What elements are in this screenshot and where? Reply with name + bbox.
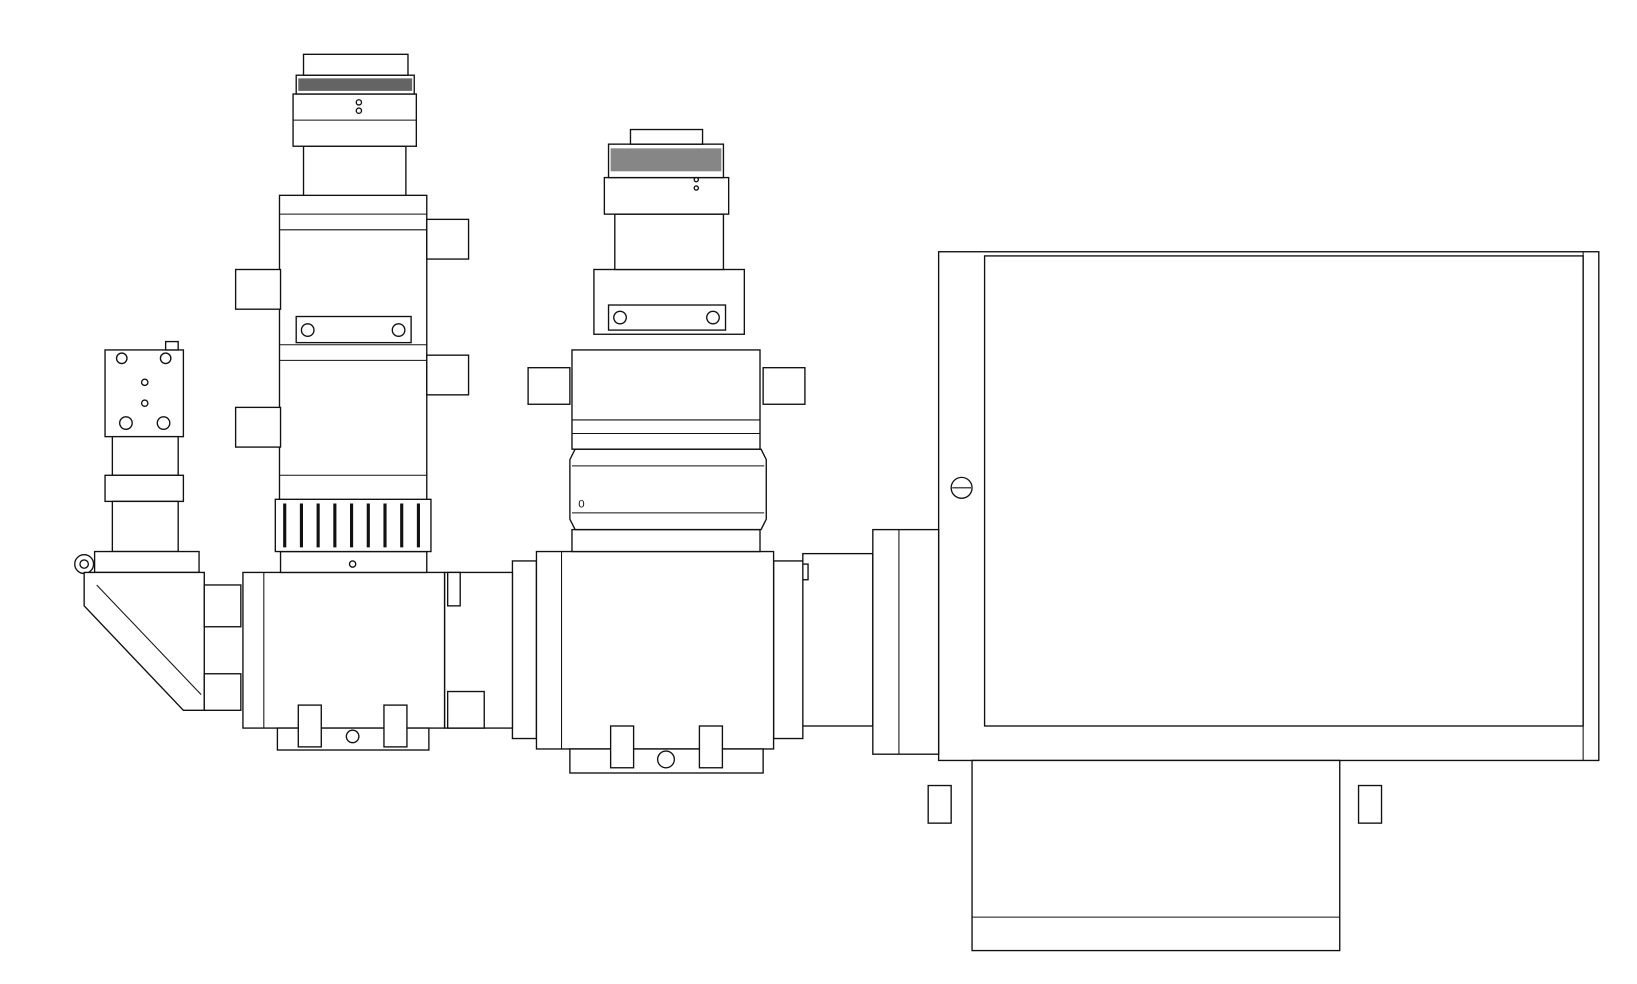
focus-lens-column-2: 0 [527,128,806,553]
air-fitting [1357,784,1383,824]
air-fitting [234,406,282,448]
hex-bolt-icon [656,750,676,769]
air-fitting [426,218,470,260]
air-fitting [297,704,322,748]
air-fitting [609,725,635,769]
collimator-head [74,340,242,711]
connecting-flange [799,528,940,755]
air-fitting [426,354,470,396]
air-fitting [234,268,282,310]
air-fitting [698,725,724,769]
air-fitting [383,704,408,748]
control-box [927,251,1600,952]
lower-housing-1 [242,571,514,751]
air-fitting [927,784,952,824]
focus-lens-column-1 [234,53,470,574]
dial-label: 0 [578,499,584,511]
air-fitting [527,367,571,405]
middle-housing [511,550,804,774]
air-fitting [762,367,806,405]
